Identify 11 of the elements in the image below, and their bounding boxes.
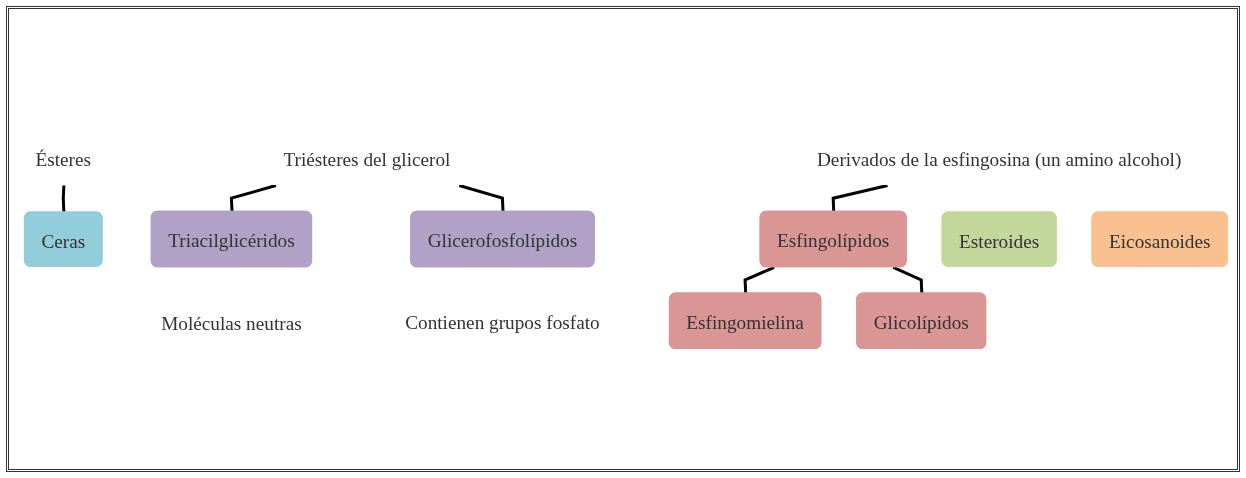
node-text: Triésteres del glicerol [283,148,451,170]
connector [229,184,277,212]
connector [831,184,888,212]
node-text: Ésteres [35,148,92,170]
connector [61,185,66,213]
connector [892,265,924,294]
connector [458,184,505,212]
connector [743,265,775,294]
node-text: Derivados de la esfingosina (un amino alcohol) [816,148,1182,170]
node-label: Moléculas neutras [161,312,302,334]
node-label: Contienen grupos fosfato [405,312,600,334]
